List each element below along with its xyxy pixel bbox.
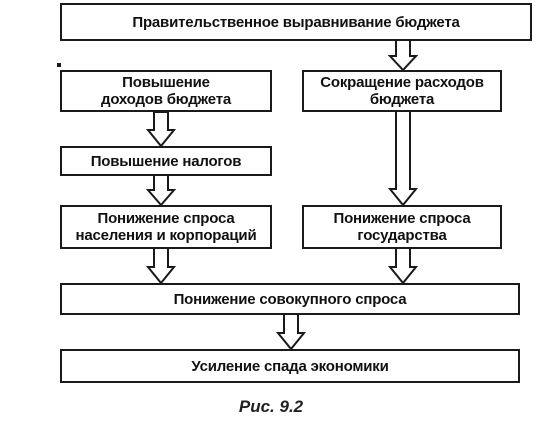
box-lower-household-corporate-demand: Понижение спроса населения и корпораций bbox=[60, 205, 272, 249]
box-lower-government-demand-label: Понижение спроса государства bbox=[333, 210, 471, 244]
box-increase-budget-revenue: Повышение доходов бюджета bbox=[60, 70, 272, 112]
arrow-aggregate-to-downturn bbox=[276, 314, 306, 351]
box-lower-aggregate-demand-label: Понижение совокупного спроса bbox=[173, 290, 407, 308]
arrow-government-demand-to-aggregate bbox=[388, 248, 418, 285]
box-cut-budget-expenditure-label: Сокращение расходов бюджета bbox=[320, 74, 484, 108]
box-raise-taxes: Повышение налогов bbox=[60, 146, 272, 176]
box-lower-government-demand: Понижение спроса государства bbox=[302, 205, 502, 249]
arrow-household-demand-to-aggregate bbox=[146, 248, 176, 285]
box-economic-downturn: Усиление спада экономики bbox=[60, 349, 520, 383]
box-lower-aggregate-demand: Понижение совокупного спроса bbox=[60, 283, 520, 315]
figure-caption: Рис. 9.2 bbox=[238, 397, 304, 416]
box-increase-budget-revenue-label: Повышение доходов бюджета bbox=[101, 74, 231, 108]
arrow-top-to-right-column bbox=[388, 40, 418, 72]
box-government-budget-balancing-label: Правительственное выравнивание бюджета bbox=[132, 13, 460, 31]
arrow-expenditure-to-government-demand bbox=[388, 111, 418, 207]
box-government-budget-balancing: Правительственное выравнивание бюджета bbox=[60, 3, 532, 41]
box-lower-household-corporate-demand-label: Понижение спроса населения и корпораций bbox=[75, 210, 257, 244]
arrow-revenue-to-taxes bbox=[146, 112, 176, 148]
box-raise-taxes-label: Повышение налогов bbox=[90, 152, 242, 170]
box-economic-downturn-label: Усиление спада экономики bbox=[191, 357, 389, 375]
arrow-taxes-to-household-demand bbox=[146, 175, 176, 207]
box-cut-budget-expenditure: Сокращение расходов бюджета bbox=[302, 70, 502, 112]
scan-mark bbox=[57, 63, 61, 67]
